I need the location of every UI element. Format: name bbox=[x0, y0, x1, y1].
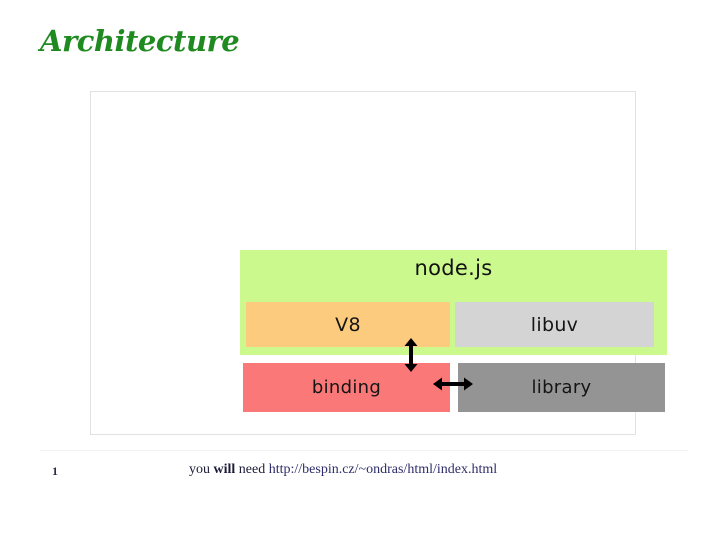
page-title: Architecture bbox=[40, 24, 240, 58]
footer-note: you will need http://bespin.cz/~ondras/h… bbox=[189, 462, 497, 478]
diagram-block-binding: binding bbox=[243, 363, 450, 412]
footer-note-middle: need bbox=[235, 462, 269, 477]
diagram-block-library: library bbox=[458, 363, 665, 412]
diagram-block-libuv: libuv bbox=[455, 302, 654, 347]
diagram-block-v8-label: V8 bbox=[335, 313, 361, 336]
footer-note-prefix: you bbox=[189, 462, 214, 477]
footer-divider bbox=[40, 450, 688, 451]
diagram-block-node-label: node.js bbox=[414, 256, 493, 280]
double-arrow-vertical-icon bbox=[404, 338, 418, 372]
double-arrow-horizontal-icon bbox=[433, 377, 473, 391]
diagram-block-binding-label: binding bbox=[311, 377, 382, 398]
diagram-block-library-label: library bbox=[531, 377, 592, 398]
nodejs-architecture-diagram: node.js V8 libuv binding library bbox=[240, 250, 667, 413]
slide-content-frame: node.js V8 libuv binding library bbox=[90, 91, 667, 435]
diagram-block-v8: V8 bbox=[246, 302, 450, 347]
diagram-block-libuv-label: libuv bbox=[530, 313, 579, 336]
footer-url-link[interactable]: http://bespin.cz/~ondras/html/index.html bbox=[268, 462, 498, 477]
page-number: 1 bbox=[52, 464, 58, 478]
footer-note-emphasis: will bbox=[213, 462, 236, 477]
